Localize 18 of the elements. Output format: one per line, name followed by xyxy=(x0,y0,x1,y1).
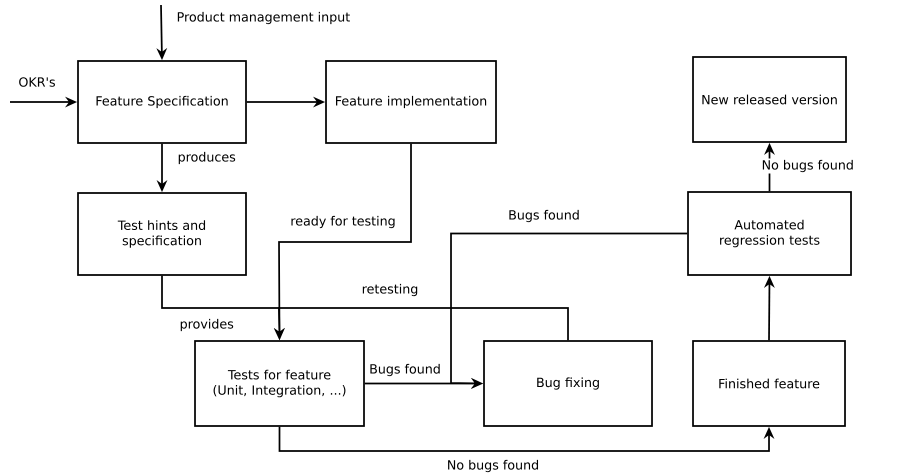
process-box: Feature implementation xyxy=(325,60,497,144)
process-box: New released version xyxy=(692,56,847,143)
edge-label: No bugs found xyxy=(760,158,856,174)
edge-label: Bugs found xyxy=(506,208,582,224)
edge-label: OKR's xyxy=(17,76,57,88)
process-box: Finished feature xyxy=(692,340,846,427)
edge-label: retesting xyxy=(360,282,420,298)
process-box: Bug fixing xyxy=(483,340,653,427)
process-box: Feature Specification xyxy=(77,60,247,144)
process-box: Tests for feature (Unit, Integration, ...) xyxy=(194,340,365,427)
edge-label: provides xyxy=(178,318,236,332)
edge-label: No bugs found xyxy=(446,458,540,474)
edge-label: ready for testing xyxy=(288,214,398,230)
edge-label: produces xyxy=(176,150,238,166)
process-box: Test hints and specification xyxy=(77,192,247,276)
process-box: Automated regression tests xyxy=(687,191,852,276)
edge-label: Bugs found xyxy=(368,362,442,378)
edge-label: Product management input xyxy=(175,10,352,26)
